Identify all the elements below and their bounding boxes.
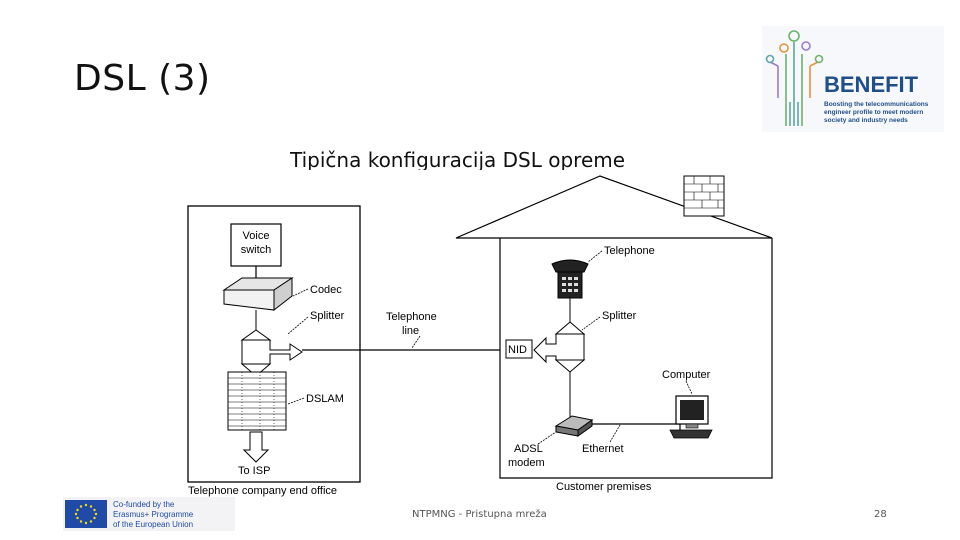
eu-line-2: Erasmus+ Programme bbox=[113, 510, 194, 519]
voice-switch-label-1: Voice bbox=[243, 230, 270, 242]
codec-icon bbox=[222, 277, 294, 312]
eu-line-3: of the European Union bbox=[113, 520, 193, 529]
telephone-icon bbox=[551, 259, 589, 299]
codec-label: Codec bbox=[310, 284, 342, 296]
logo-tagline-3: society and industry needs bbox=[824, 117, 908, 124]
computer-label: Computer bbox=[662, 369, 711, 381]
page-number: 28 bbox=[874, 509, 887, 520]
office-splitter-label: Splitter bbox=[310, 310, 345, 322]
to-isp-label: To ISP bbox=[238, 465, 270, 477]
computer-icon bbox=[669, 395, 713, 439]
dsl-configuration-diagram: Voice switch Codec Splitter DSLAM To bbox=[187, 175, 773, 497]
circuit-tree-icon bbox=[765, 30, 824, 126]
office-splitter-icon bbox=[240, 310, 303, 377]
home-splitter-label: Splitter bbox=[602, 310, 637, 322]
adsl-modem-icon bbox=[554, 415, 594, 437]
to-isp-arrow bbox=[242, 431, 270, 463]
slide-subtitle: Tipična konfiguracija DSL opreme bbox=[290, 148, 626, 170]
home-splitter-icon bbox=[533, 284, 586, 420]
chimney-icon bbox=[683, 175, 725, 217]
logo-wordmark: BENEFIT bbox=[824, 72, 919, 97]
logo-tagline-2: engineer profile to meet modern bbox=[824, 109, 923, 116]
eu-stars-icon bbox=[74, 503, 98, 525]
benefit-logo: BENEFIT Boosting the telecommunications … bbox=[762, 26, 944, 132]
logo-tagline-1: Boosting the telecommunications bbox=[824, 101, 929, 108]
house-outline bbox=[455, 175, 773, 479]
customer-premises-caption: Customer premises bbox=[556, 481, 652, 493]
nid-label: NID bbox=[508, 344, 527, 356]
eu-line-1: Co-funded by the bbox=[113, 500, 175, 509]
telephone-label: Telephone bbox=[604, 245, 655, 257]
end-office-caption: Telephone company end office bbox=[188, 485, 337, 497]
adsl-modem-label-1: ADSL bbox=[514, 443, 543, 455]
ethernet-label: Ethernet bbox=[582, 443, 624, 455]
voice-switch-label-2: switch bbox=[241, 244, 272, 256]
dslam-label: DSLAM bbox=[306, 393, 344, 405]
ethernet-cable bbox=[592, 423, 681, 434]
slide-footer: NTPMNG - Pristupna mreža bbox=[412, 509, 547, 520]
dslam-rack-icon bbox=[227, 371, 287, 431]
nid-box bbox=[505, 339, 533, 359]
slide-title: DSL (3) bbox=[74, 58, 211, 99]
line-label-1: Telephone bbox=[386, 311, 437, 323]
end-office-box bbox=[187, 205, 361, 483]
eu-cofunding-badge: Co-funded by the Erasmus+ Programme of t… bbox=[63, 497, 235, 531]
adsl-modem-label-2: modem bbox=[508, 457, 545, 469]
line-label-2: line bbox=[402, 325, 419, 337]
